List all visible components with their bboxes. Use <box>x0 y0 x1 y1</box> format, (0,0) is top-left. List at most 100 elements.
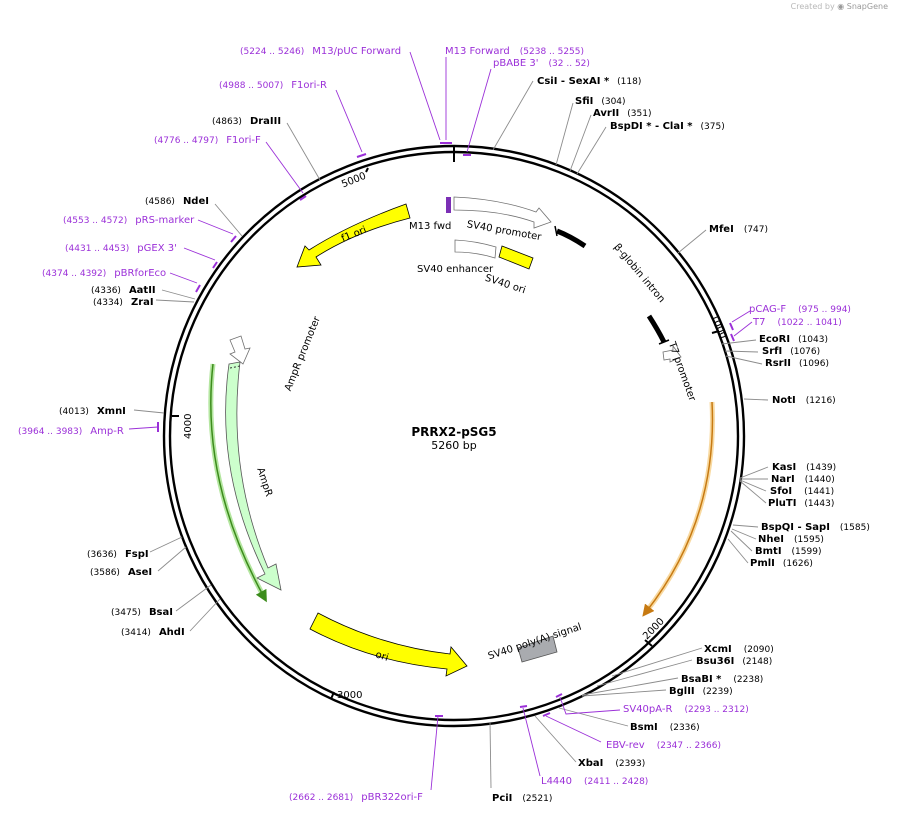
plasmid-name: PRRX2-pSG5 <box>411 425 496 439</box>
primer-mark-l4440 <box>519 705 528 708</box>
pleader-m13puc <box>409 51 441 141</box>
primer-label-pbabe: pBABE 3'(32 .. 52) <box>493 58 590 69</box>
m13-fwd-box <box>446 197 451 213</box>
primer-label-sv40par: SV40pA-R(2293 .. 2312) <box>623 704 749 715</box>
insert-orf-arc <box>642 401 714 617</box>
tick-marks <box>172 146 720 700</box>
f1-ori-label: f1 ori <box>340 225 368 245</box>
enzyme-label-xmni: (4013)XmnI <box>59 406 126 417</box>
primer-labels: (5224 .. 5246)M13/pUC Forward M13 Forwar… <box>18 46 851 803</box>
t7-promoter-label: T7 promoter <box>666 340 698 404</box>
created-by-credit: Created by ◉ SnapGene <box>791 2 888 11</box>
enzyme-label-bsmi: BsmI(2336) <box>630 722 700 733</box>
leader-sfoi <box>739 479 767 492</box>
leader-noti <box>743 398 769 401</box>
enzyme-label-bsabi: BsaBI *(2238) <box>681 674 763 685</box>
pleader-pbr322 <box>430 715 439 791</box>
ori-label: ori <box>374 649 390 663</box>
enzyme-label-pluti: PluTI(1443) <box>768 498 834 509</box>
primer-label-ampr: (3964 .. 3983)Amp-R <box>18 426 124 437</box>
primer-label-l4440: L4440(2411 .. 2428) <box>541 776 648 787</box>
leader-bsmi <box>558 707 629 727</box>
sv40-polya-box <box>517 635 558 663</box>
primer-mark-pcagf <box>729 322 734 331</box>
pleader-sv40par <box>559 696 621 715</box>
pleader-f1orir <box>335 89 363 153</box>
enzyme-label-srfi: SrfI(1076) <box>762 346 820 357</box>
leader-bsabi <box>581 677 679 696</box>
pleader-prs <box>197 219 234 235</box>
leader-avrii <box>569 114 592 172</box>
feature-ampr-promoter: AmpR promoter <box>229 314 323 393</box>
feature-f1-ori: f1 ori <box>296 203 411 268</box>
feature-sv40-enhancer: SV40 enhancer <box>417 239 497 275</box>
primer-mark-prs <box>230 235 237 243</box>
leader-aatii <box>161 289 196 300</box>
enzyme-label-nari: NarI(1440) <box>771 474 835 485</box>
sv40-promoter-arrow <box>453 196 552 229</box>
enzyme-label-xbai: XbaI(2393) <box>578 758 645 769</box>
enzyme-leader-lines <box>133 80 769 789</box>
tick-2000 <box>644 639 653 647</box>
enzyme-label-bspqi: BspQI - SapI(1585) <box>761 522 870 533</box>
ori-arrow <box>309 612 468 677</box>
pleader-f1orif <box>265 141 304 194</box>
enzyme-label-pmli: PmlI(1626) <box>750 558 813 569</box>
primer-label-m13puc: (5224 .. 5246)M13/pUC Forward <box>240 46 401 57</box>
leader-xmni <box>133 409 165 414</box>
enzyme-label-sfoi: SfoI(1441) <box>770 486 834 497</box>
sv40-ori-label: SV40 ori <box>483 273 526 296</box>
leader-asei <box>157 546 187 572</box>
intron-cap-right <box>658 339 670 345</box>
leader-pmli <box>727 538 749 564</box>
tick-3000 <box>330 691 335 700</box>
ampr-arrow <box>225 361 282 591</box>
enzyme-label-csii: CsiI - SexAI *(118) <box>537 76 641 87</box>
pleader-pbrforeco <box>169 272 198 284</box>
enzyme-label-draiii: (4863)DraIII <box>212 116 281 127</box>
leader-bspqi <box>732 524 759 528</box>
primer-mark-f1orif <box>299 195 307 201</box>
sv40-enhancer-box <box>454 239 497 259</box>
enzyme-labels-left: (3414)AhdI (3475)BsaI (3586)AseI (3636)F… <box>59 116 281 638</box>
plasmid-size: 5260 bp <box>431 439 476 452</box>
tick-1000 <box>711 330 720 334</box>
ampr-label: AmpR <box>254 466 274 498</box>
tick-label-4000: 4000 <box>183 414 194 439</box>
leader-srfi <box>724 350 759 353</box>
leader-zrai <box>155 299 195 303</box>
beta-globin-intron-label: β-globin intron <box>611 242 667 305</box>
primer-mark-f1orir <box>356 153 367 158</box>
leader-rsrii <box>725 355 763 365</box>
primer-label-ebvrev: EBV-rev(2347 .. 2366) <box>606 740 721 751</box>
pleader-t7 <box>733 321 753 337</box>
leader-ecori <box>721 339 757 345</box>
enzyme-label-bsai: (3475)BsaI <box>111 607 173 618</box>
enzyme-labels: CsiI - SexAI *(118) SfiI(304) AvrII(351)… <box>492 76 870 804</box>
intron-cap-left <box>554 225 558 237</box>
enzyme-label-aatii: (4336)AatII <box>91 285 156 296</box>
primer-label-pbrforeco: (4374 .. 4392)pBRforEco <box>42 268 166 279</box>
enzyme-label-noti: NotI(1216) <box>772 395 836 406</box>
insert-orf-halo <box>644 401 715 614</box>
ampr-orf-arc <box>210 363 267 603</box>
enzyme-label-bsu36i: Bsu36I(2148) <box>696 656 772 667</box>
leader-sfii <box>555 102 574 166</box>
enzyme-label-nhei: NheI(1595) <box>758 534 824 545</box>
primer-leader-lines <box>128 51 753 791</box>
leader-csii <box>492 80 534 151</box>
enzyme-label-bspdi: BspDI * - ClaI *(375) <box>610 121 725 132</box>
feature-t7-promoter: T7 promoter <box>662 340 698 404</box>
tick-label-3000: 3000 <box>337 690 362 701</box>
leader-ahdi <box>189 598 221 632</box>
enzyme-label-rsrii: RsrII(1096) <box>765 358 829 369</box>
primer-mark-pgex <box>212 261 218 269</box>
primer-label-pgex: (4431 .. 4453)pGEX 3' <box>65 243 177 254</box>
leader-kasi <box>739 466 769 479</box>
m13-fwd-label: M13 fwd <box>409 221 451 232</box>
enzyme-label-bmti: BmtI(1599) <box>755 546 821 557</box>
leader-ndei <box>214 203 243 237</box>
enzyme-label-asei: (3586)AseI <box>90 567 152 578</box>
pleader-pcagf <box>731 310 751 323</box>
feature-beta-globin-intron: β-globin intron <box>554 225 670 345</box>
